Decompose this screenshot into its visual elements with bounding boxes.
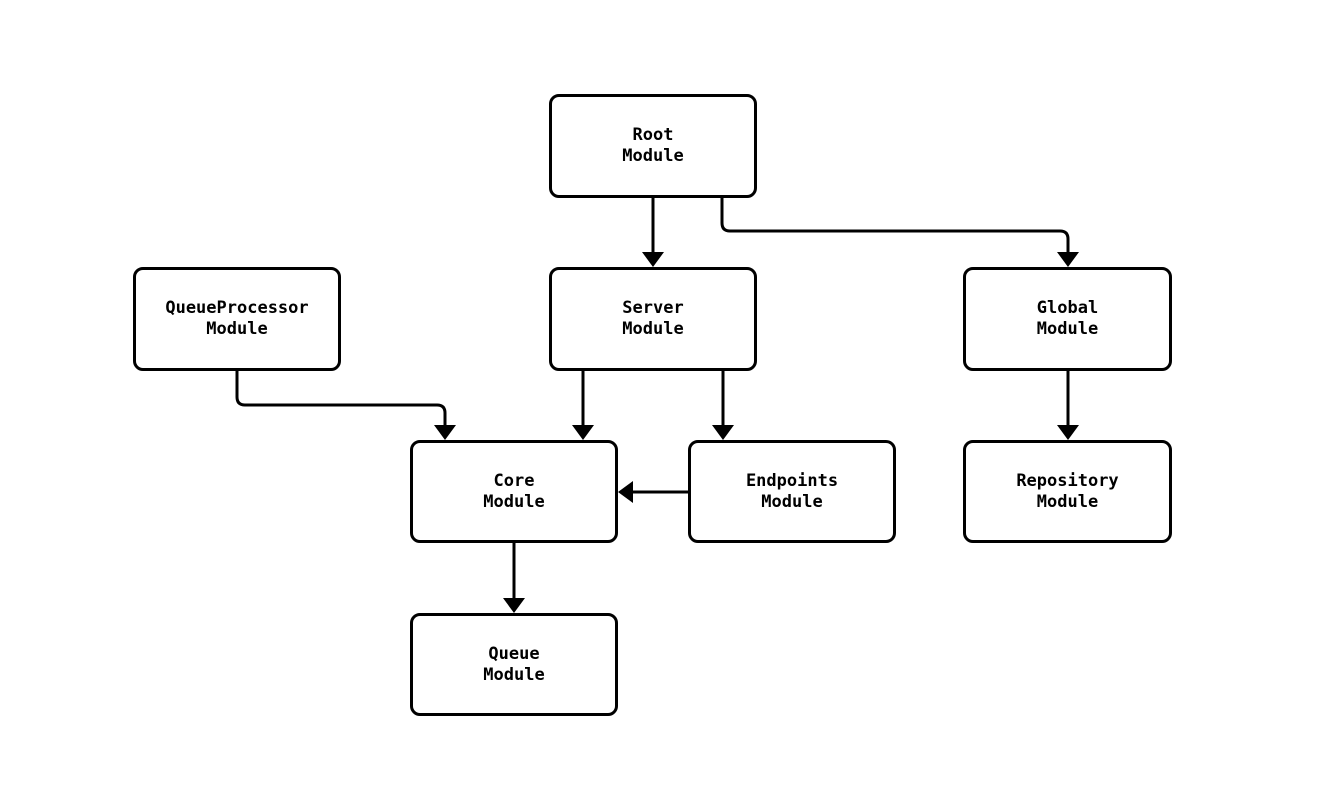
edge-queueprocessor-core [235, 371, 447, 427]
node-global-module: Global Module [963, 267, 1172, 371]
node-label-queueprocessor: QueueProcessor Module [165, 298, 309, 339]
node-label-core: Core Module [483, 470, 545, 512]
node-queue-module: Queue Module [410, 613, 618, 716]
node-server-module: Server Module [549, 267, 757, 371]
node-label-repository: Repository Module [1016, 470, 1119, 512]
arrowhead-server-endpoints [712, 425, 734, 440]
node-core-module: Core Module [410, 440, 618, 543]
node-root-module: Root Module [549, 94, 757, 198]
node-label-root: Root Module [622, 125, 684, 166]
node-repository-module: Repository Module [963, 440, 1172, 543]
edge-root-global [720, 198, 1070, 254]
node-queueprocessor-module: QueueProcessor Module [133, 267, 341, 371]
arrowhead-root-global [1057, 252, 1079, 267]
arrowhead-server-core [572, 425, 594, 440]
arrowhead-endpoints-core [618, 481, 633, 503]
node-label-global: Global Module [1036, 298, 1099, 339]
arrowhead-root-server [642, 252, 664, 267]
arrowhead-global-repository [1057, 425, 1079, 440]
node-label-server: Server Module [622, 298, 684, 339]
node-label-queue: Queue Module [483, 643, 545, 685]
node-label-endpoints: Endpoints Module [745, 470, 839, 512]
arrowhead-queueprocessor-core [434, 425, 456, 440]
arrowhead-core-queue [503, 598, 525, 613]
node-endpoints-module: Endpoints Module [688, 440, 896, 543]
